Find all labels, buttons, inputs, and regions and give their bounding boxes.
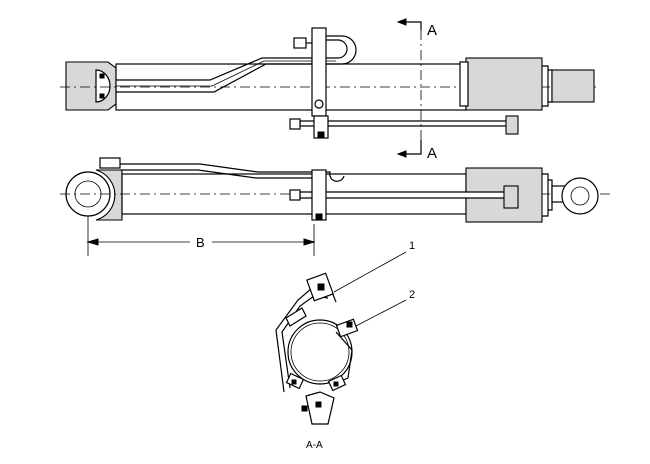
section-pipe-left bbox=[285, 307, 307, 327]
section-right-nut bbox=[346, 321, 353, 328]
side-rod-eye-inner bbox=[570, 186, 590, 206]
section-mark-top: A bbox=[427, 22, 437, 39]
top-lower-bolt-head bbox=[289, 118, 301, 130]
top-lower-fitting bbox=[505, 115, 519, 135]
top-gland-rings bbox=[542, 65, 553, 107]
top-clamp-pivot bbox=[314, 99, 324, 109]
callout-2-leader bbox=[355, 299, 407, 327]
section-bottom-bracket bbox=[305, 391, 335, 425]
top-rod-end bbox=[551, 69, 595, 103]
top-head-bolt-b bbox=[99, 93, 105, 99]
top-clamp-bolt-head bbox=[293, 37, 307, 49]
section-arrow-top-head bbox=[396, 18, 407, 26]
side-head-port bbox=[99, 157, 121, 169]
side-head-body bbox=[95, 169, 123, 221]
dimension-b bbox=[86, 216, 316, 256]
side-gland-rings bbox=[542, 173, 553, 217]
side-lower-fitting bbox=[503, 185, 519, 209]
callout-1-leader bbox=[333, 251, 407, 293]
dim-arrow-left bbox=[86, 238, 99, 246]
callout-1-label: 1 bbox=[409, 240, 415, 252]
section-lower-nut-right bbox=[333, 381, 339, 387]
top-hydraulic-line-upper-b bbox=[116, 35, 357, 93]
side-rod-eye-outer bbox=[561, 177, 599, 215]
section-arrow-bottom bbox=[400, 140, 422, 155]
top-lower-clamp-nut bbox=[317, 131, 325, 138]
top-gland-flange bbox=[459, 61, 469, 107]
dimension-label: B bbox=[196, 235, 205, 250]
section-bottom-nut-b bbox=[315, 401, 322, 408]
section-mark-bottom: A bbox=[427, 145, 437, 162]
top-view bbox=[60, 18, 600, 158]
side-clamp-nut bbox=[315, 213, 323, 221]
section-lower-nut-left bbox=[291, 379, 297, 385]
dim-arrow-right bbox=[303, 238, 316, 246]
section-upper-nut bbox=[317, 283, 325, 291]
top-hydraulic-line-upper-c bbox=[116, 60, 336, 87]
side-line-lower bbox=[299, 191, 513, 199]
section-tube-inner bbox=[290, 322, 350, 382]
side-clamp-plate bbox=[311, 169, 327, 221]
top-hydraulic-line-upper bbox=[116, 39, 348, 81]
section-arrow-top bbox=[400, 21, 422, 30]
side-hydraulic-line bbox=[120, 163, 345, 182]
section-arrow-bottom-head bbox=[396, 150, 407, 158]
callout-2-label: 2 bbox=[409, 289, 415, 301]
top-head-bolt-a bbox=[99, 73, 105, 79]
section-view bbox=[275, 251, 407, 425]
side-hydraulic-line-b bbox=[120, 169, 326, 179]
side-lower-bolt-head bbox=[289, 189, 301, 201]
top-hydraulic-line-lower bbox=[299, 120, 516, 127]
side-view bbox=[60, 157, 610, 223]
top-gland bbox=[465, 57, 543, 111]
section-bottom-nut-a bbox=[301, 405, 308, 412]
section-caption: A-A bbox=[306, 440, 323, 451]
